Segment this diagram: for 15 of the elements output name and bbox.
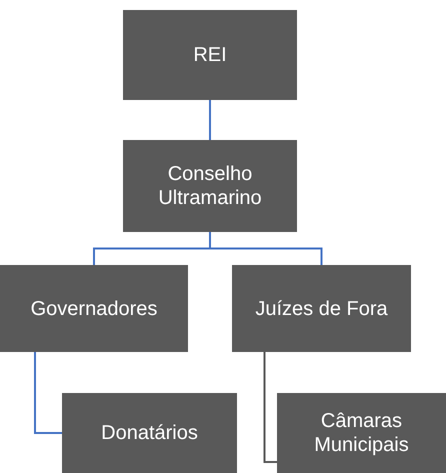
- org-box: [232, 265, 411, 352]
- connector-line: [34, 352, 62, 434]
- org-box: [0, 265, 188, 352]
- box-label: Juízes de Fora: [255, 296, 388, 320]
- org-box: [123, 10, 297, 100]
- connector-line: [209, 100, 211, 140]
- org-box: [123, 140, 297, 232]
- box-label: Conselho Ultramarino: [157, 162, 263, 210]
- org-box: [277, 393, 446, 473]
- org-box: [62, 393, 237, 473]
- box-label: REI: [193, 43, 227, 67]
- box-label: Governadores: [30, 296, 158, 320]
- connector-line: [264, 352, 277, 463]
- box-label: Donatários: [101, 421, 198, 445]
- box-label: Câmaras Municipais: [313, 409, 410, 457]
